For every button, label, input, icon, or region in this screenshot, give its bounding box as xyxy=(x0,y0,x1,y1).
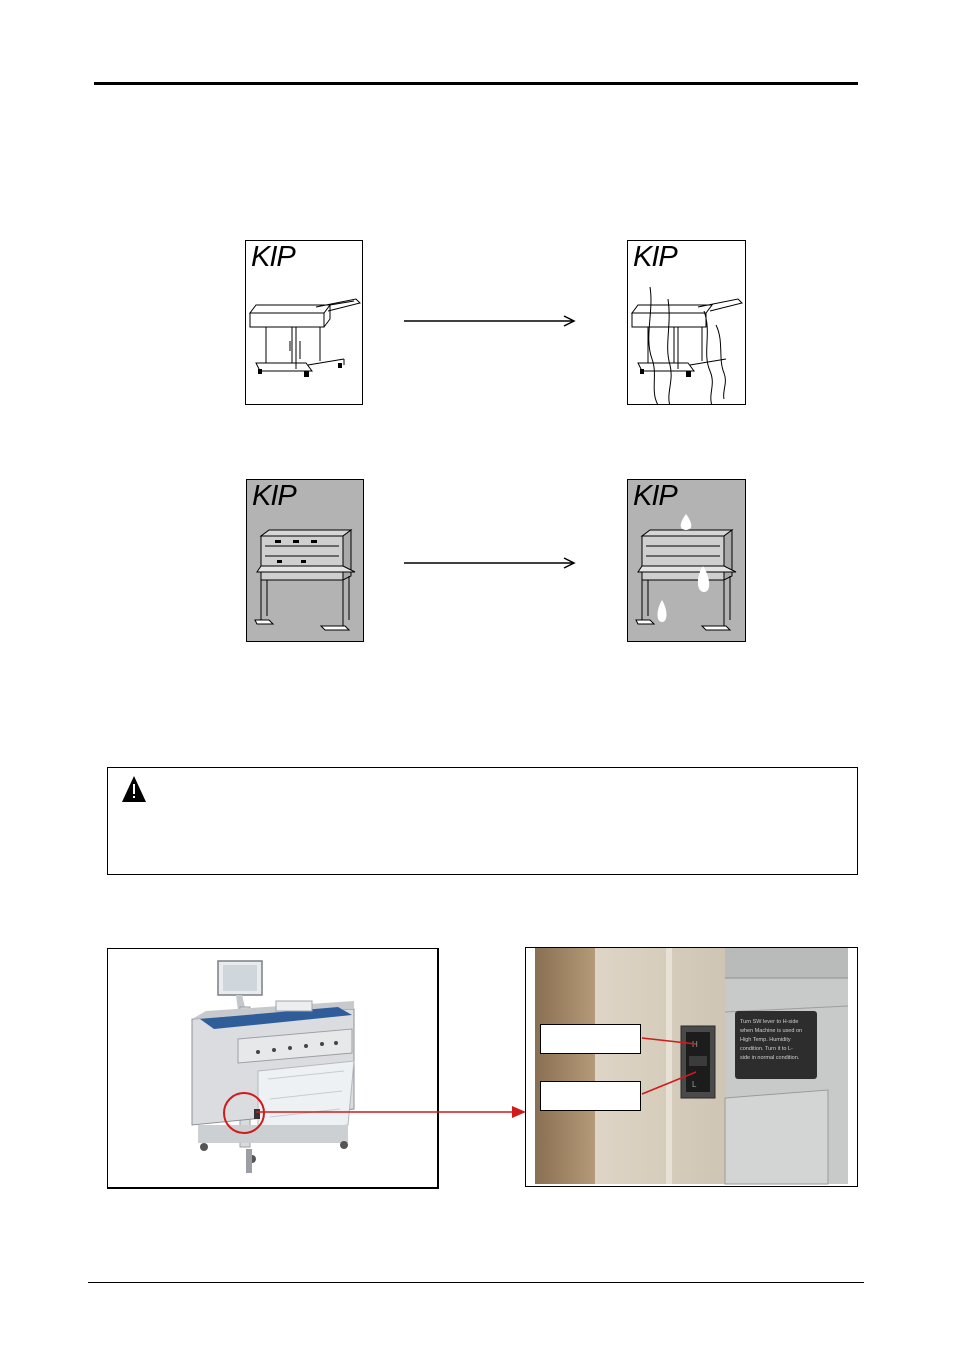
svg-text:Turn SW lever to H-side: Turn SW lever to H-side xyxy=(740,1019,798,1025)
kip-logo: KIP xyxy=(252,480,297,512)
callout-label-high xyxy=(540,1024,641,1054)
header-rule xyxy=(94,82,858,85)
switch-location-circle xyxy=(223,1092,265,1134)
printer-condensation-illustration xyxy=(635,514,737,631)
svg-text:condition. Turn it to L-: condition. Turn it to L- xyxy=(740,1046,793,1052)
callout-label-low xyxy=(540,1081,641,1111)
switch-photo: H L Turn SW lever to H-side when Machine… xyxy=(535,948,849,1185)
diagram-top-right: KIP xyxy=(627,240,746,405)
printer-photo xyxy=(191,960,355,1173)
diagram-bottom-left: KIP xyxy=(246,479,364,642)
footer-rule xyxy=(88,1282,864,1283)
arrow-bottom xyxy=(402,556,578,570)
photo-switch-closeup: H L Turn SW lever to H-side when Machine… xyxy=(525,947,858,1187)
arrow-top xyxy=(402,314,578,328)
svg-text:L: L xyxy=(692,1080,697,1089)
printer-humidity-illustration xyxy=(631,286,743,404)
warning-triangle-icon xyxy=(122,776,146,802)
kip-logo: KIP xyxy=(251,241,296,273)
kip-logo: KIP xyxy=(633,241,678,273)
diagram-top-left: KIP xyxy=(245,240,363,405)
printer-rear-illustration xyxy=(254,529,356,631)
caution-box xyxy=(107,767,858,875)
kip-logo: KIP xyxy=(633,480,678,512)
diagram-bottom-right: KIP xyxy=(627,479,746,642)
svg-text:side in normal condition.: side in normal condition. xyxy=(740,1055,800,1061)
svg-text:High Temp. Humidity: High Temp. Humidity xyxy=(740,1037,791,1043)
pointer-arrow xyxy=(256,1104,528,1125)
printer-illustration xyxy=(249,298,361,377)
svg-text:when Machine is used on: when Machine is used on xyxy=(739,1028,802,1034)
water-drops xyxy=(657,514,710,622)
photo-printer-overview xyxy=(107,948,439,1189)
